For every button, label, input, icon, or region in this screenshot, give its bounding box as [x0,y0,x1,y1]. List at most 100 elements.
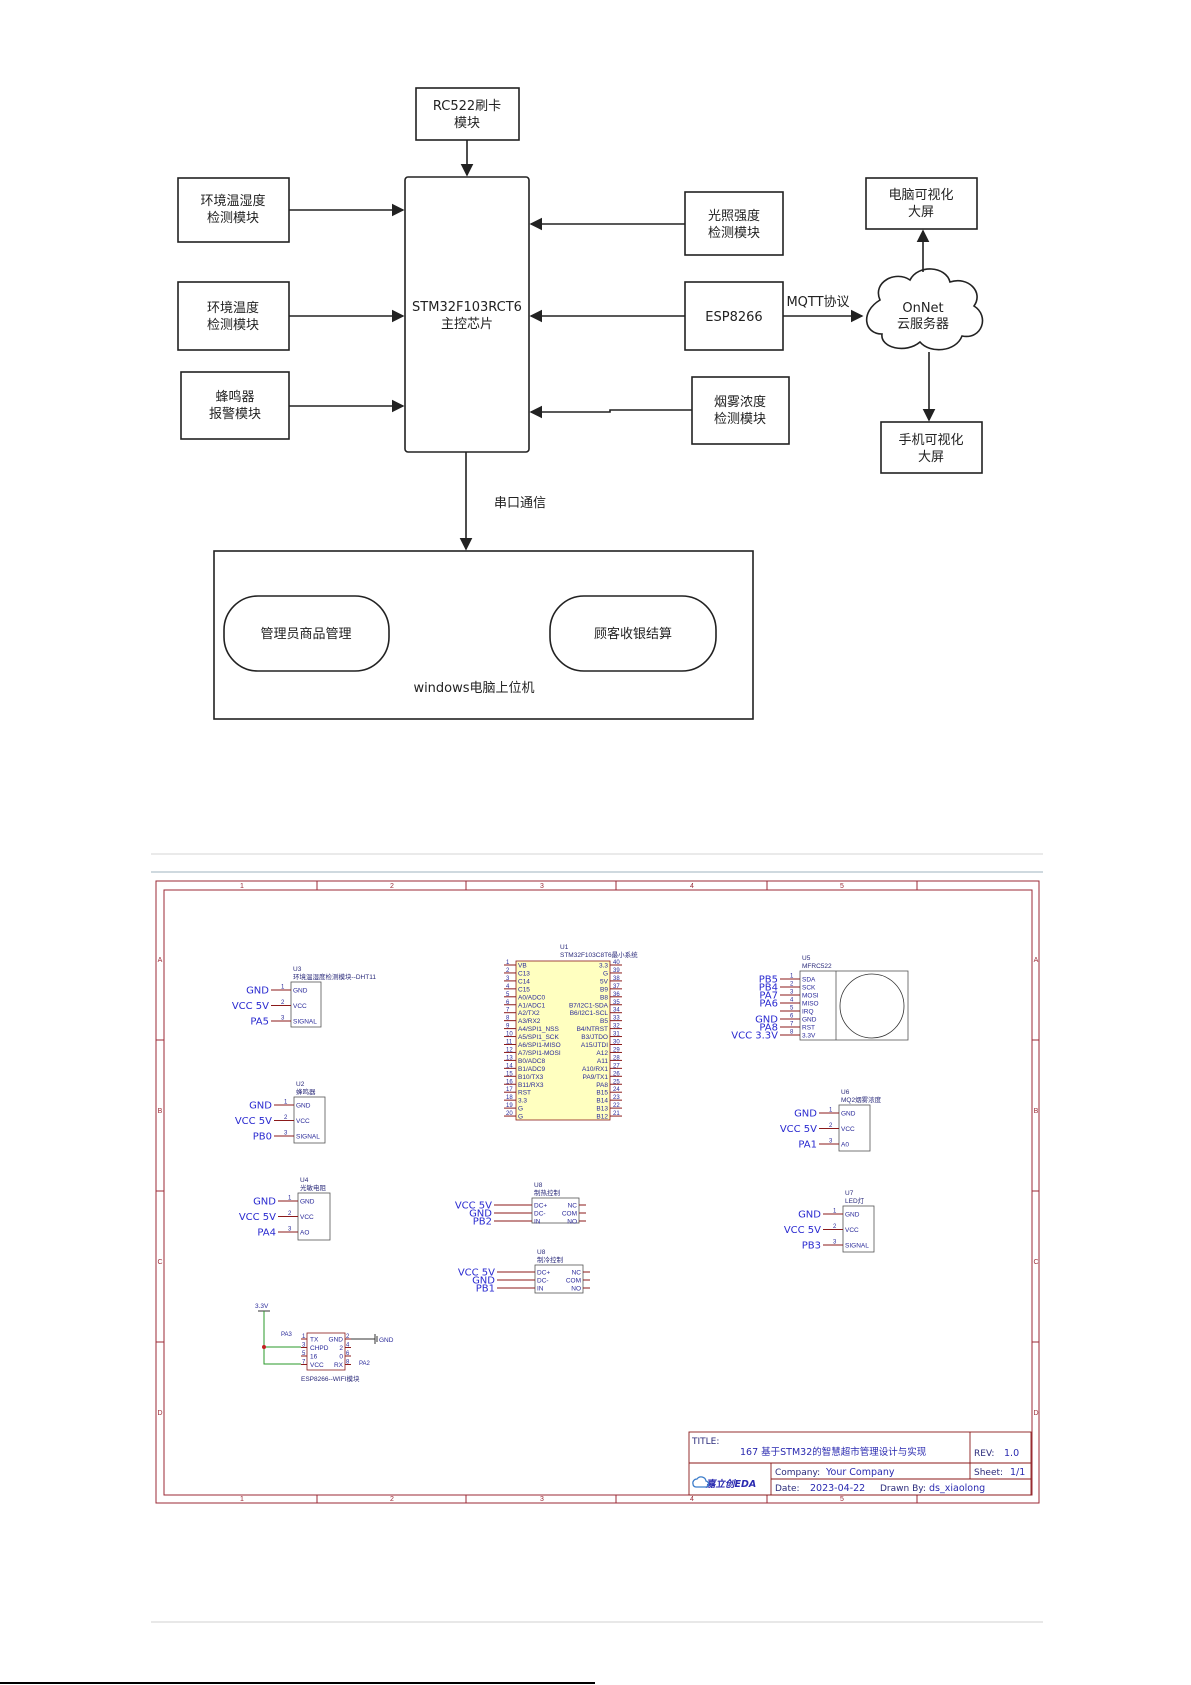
pin-name: 2 [339,1345,343,1352]
pin-number: 38 [613,976,620,982]
pin-number: 1 [833,1209,837,1215]
pin-name: SIGNAL [845,1243,869,1250]
svg-text:烟雾浓度: 烟雾浓度 [714,394,766,410]
svg-text:ESP8266: ESP8266 [705,310,762,325]
pin-number: 2 [284,1115,288,1121]
pin-number: 7 [302,1360,306,1366]
pin-number: 2 [790,982,794,988]
svg-text:OnNet: OnNet [902,301,943,316]
pin-name: A11 [597,1058,608,1065]
junction-dot [262,1345,266,1349]
net-label: VCC 5V [235,1116,272,1127]
temp-humidity-block: 环境温湿度 检测模块 [177,177,290,243]
pin-name: B11/RX3 [518,1082,544,1089]
grid-row-label: B [1034,1108,1039,1115]
pin-number: 27 [613,1063,620,1069]
pin-name: NO [567,1219,577,1226]
smoke-sensor-block: 烟雾浓度 检测模块 [691,376,790,445]
grid-column-label: 5 [840,883,844,890]
component-ref: U3 [293,966,302,973]
pin-name: 3.3 [518,1098,527,1105]
pin-number: 3 [506,976,510,982]
pin-name: B5 [600,1018,608,1025]
pin-number: 17 [506,1087,513,1093]
grid-row-label: D [1033,1410,1038,1417]
grid-column-label: 4 [690,883,694,890]
svg-text:报警模块: 报警模块 [209,406,261,422]
pin-name: A0/ADC0 [518,994,545,1001]
rc522-block: RC522刷卡 模块 [415,87,520,141]
pin-number: 28 [613,1055,620,1061]
pin-name: B14 [596,1098,608,1105]
system-block-diagram: RC522刷卡 模块 STM32F103RCT6 主控芯片 环境温湿度 检测模块… [177,87,984,720]
svg-text:大屏: 大屏 [918,450,944,465]
net-label: GND [755,1015,778,1026]
antenna-icon [839,973,905,1039]
pin-number: 4 [346,1343,350,1349]
pin-number: 33 [613,1016,620,1022]
pin-name: C15 [518,986,530,993]
pin-name: G [603,970,608,977]
sheet-value: 1/1 [1010,1467,1025,1478]
svg-text:环境温度: 环境温度 [207,300,259,316]
component-ref: U5 [802,955,811,962]
pin-name: IRQ [802,1009,814,1016]
pin-name: DC- [534,1211,546,1218]
pin-name: C13 [518,970,530,977]
company-value: Your Company [825,1467,895,1478]
pin-name: DC+ [534,1203,547,1210]
esp8266-block: ESP8266 [684,281,784,351]
pin-number: 12 [506,1047,513,1053]
net-label: PB0 [253,1132,272,1143]
pin-name: GND [300,1199,315,1206]
pin-number: 31 [613,1032,620,1038]
component-body [799,970,909,1041]
component-name: MQ2烟雾浓度 [841,1095,882,1104]
component-body [293,1096,326,1144]
component-name: LED灯 [845,1196,865,1205]
pin-number: 34 [613,1008,620,1014]
pin-number: 1 [302,1334,306,1340]
pin-name: B10/TX3 [518,1074,544,1081]
pin-number: 11 [506,1040,513,1046]
pin-name: A6/SPI1-MISO [518,1042,561,1049]
pin-number: 1 [506,960,510,966]
net-label: PA5 [250,1017,269,1028]
pin-name: A12 [596,1050,608,1057]
pin-number: 16 [506,1079,513,1085]
pin-name: VCC [293,1003,307,1010]
pin-name: 16 [310,1354,318,1361]
pin-number: 25 [613,1079,620,1085]
net-label: GND [472,1276,495,1287]
svg-text:手机可视化: 手机可视化 [898,433,963,448]
mcu-block: STM32F103RCT6 主控芯片 [404,176,530,453]
power-label: 3.3V [255,1303,269,1310]
net-label: PB5 [759,975,778,986]
windows-host-block: 管理员商品管理 顾客收银结算 windows电脑上位机 [213,550,754,720]
phone-screen-block: 手机可视化 大屏 [880,421,983,474]
customer-checkout: 顾客收银结算 [594,626,672,642]
component-ref: U4 [300,1177,309,1184]
pin-name: RST [518,1090,531,1097]
svg-text:环境温湿度: 环境温湿度 [200,193,265,209]
pin-name: PA9/TX1 [582,1074,608,1081]
pin-name: A7/SPI1-MOSI [518,1050,561,1057]
ground-icon [374,1334,378,1344]
net-label: VCC 5V [784,1225,821,1236]
pin-name: TX [310,1337,319,1344]
net-label: PA6 [759,999,778,1010]
grid-row-label: C [1033,1259,1038,1266]
pin-name: IN [537,1286,544,1293]
pin-number: 23 [613,1095,620,1101]
component-name: MFRC522 [802,963,832,970]
pin-number: 3 [281,1016,285,1022]
pin-number: 3 [833,1240,837,1246]
cloud-server: OnNet 云服务器 [865,268,984,351]
grid-row-label: B [158,1108,163,1115]
pin-name: GND [329,1337,344,1344]
pin-number: 36 [613,992,620,998]
